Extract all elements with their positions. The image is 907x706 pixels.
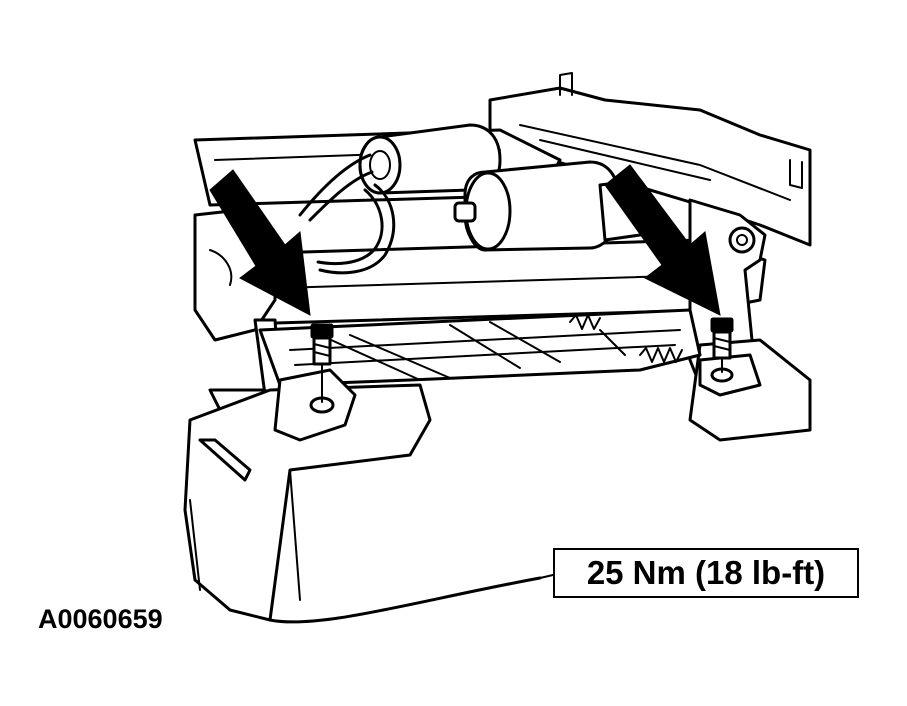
right-mounting-foot — [698, 353, 762, 397]
wiring-harness — [298, 153, 396, 275]
seat-motor-upper — [358, 123, 502, 195]
right-side-bracket — [688, 198, 812, 442]
left-arrow-icon — [209, 169, 311, 316]
torque-spec-callout: 25 Nm (18 lb-ft) — [553, 548, 859, 598]
figure-id-label: A0060659 — [38, 604, 163, 634]
front-cover-panel — [183, 383, 542, 624]
left-mounting-foot — [273, 368, 357, 442]
right-arrow-icon — [604, 164, 721, 316]
callout-leader-line — [539, 574, 554, 579]
tension-spring — [569, 314, 683, 363]
left-bolt — [310, 323, 334, 403]
torque-spec-text: 25 Nm (18 lb-ft) — [586, 554, 826, 591]
right-bolt — [710, 317, 734, 373]
